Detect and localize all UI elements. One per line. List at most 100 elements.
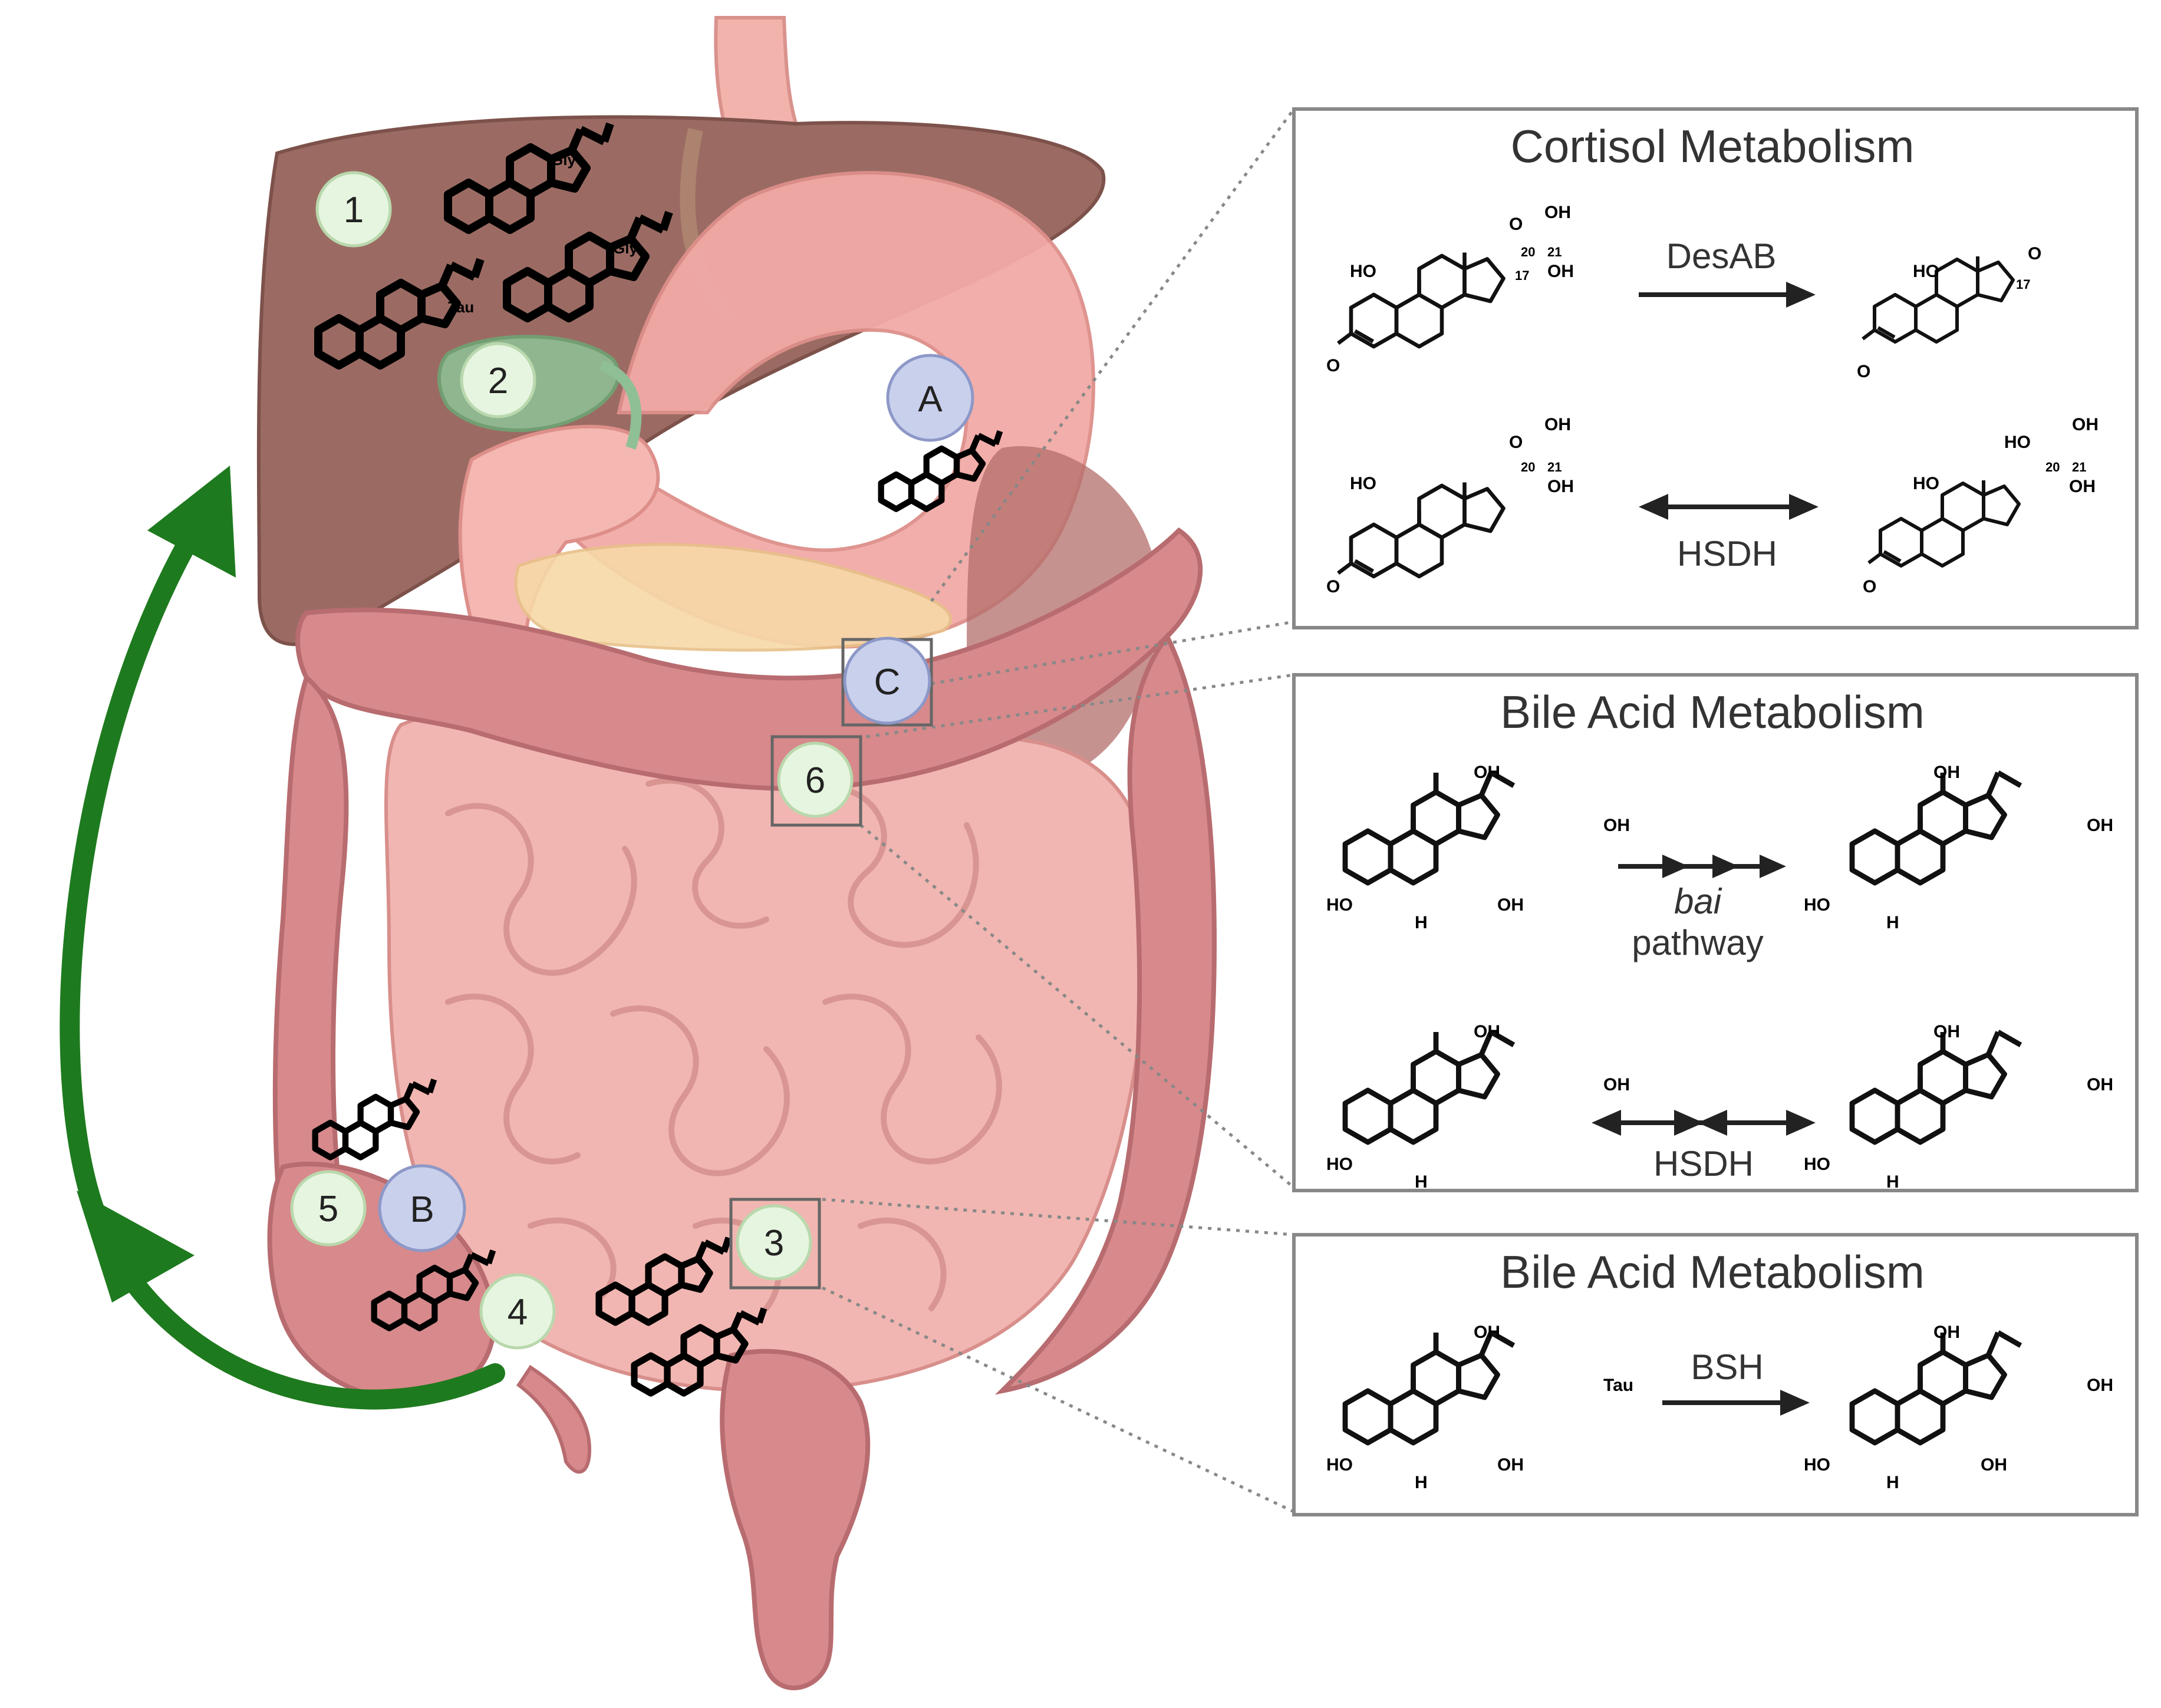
bsh-oh-1b: OH [1497,1455,1524,1475]
enterohepatic-arrow [60,466,505,1410]
enzyme-hsdh-1: HSDH [1677,534,1777,573]
svg-text:2: 2 [488,361,508,401]
panel-cortisol: Cortisol Metabolism HO O OH OH 20 21 17 … [1292,107,2139,629]
enzyme-desab: DesAB [1666,236,1777,276]
ba-oh-1: OH [1474,763,1500,782]
arrow-hsdh-2-head-l [1592,1110,1621,1136]
label-c21-3: 21 [1547,460,1562,474]
ba-h-2: H [1886,913,1899,932]
highlight-box-6 [770,735,862,827]
label-o-ket-3: O [1326,577,1340,596]
panel-bile-acid-2-title: Bile Acid Metabolism [1500,1246,1925,1298]
intestine-loops [445,777,1002,1311]
ba-ho-1: HO [1326,895,1353,915]
ba-oh-3b: OH [1603,1075,1630,1094]
label-o-1: O [1509,215,1523,234]
arrow-desab-head [1786,282,1816,308]
bsh-tau: Tau [1603,1376,1633,1395]
panel-cortisol-frame [1292,107,2139,629]
label-o-3: O [1509,433,1523,452]
arrow-hsdh-1-head-r [1789,494,1819,520]
label-oh-4: OH [2072,415,2099,434]
panel-bile-acid-2-frame [1292,1233,2139,1516]
marker-4: 4 [479,1273,556,1350]
duodenum [458,424,660,662]
arrow-hsdh-1-head-l [1639,494,1668,520]
marker-a: A [886,354,974,442]
gly-label-2: Gly [613,239,638,257]
svg-text:1: 1 [344,190,364,230]
ba-oh-1c: OH [1497,895,1524,915]
label-c20-4: 20 [2045,460,2060,474]
ba-h-1: H [1415,913,1428,932]
ba-oh-1b: OH [1603,816,1630,835]
marker-b: B [378,1164,466,1252]
connectors [821,108,1296,1514]
enzyme-bai: bai [1674,882,1722,921]
label-oh-1: OH [1544,203,1571,222]
label-c21-1: 21 [1547,245,1562,259]
label-c17-2: 17 [2016,277,2030,292]
label-oh-3b: OH [1547,477,1574,496]
descending-colon [994,632,1217,1395]
arrow-hsdh-2-head-m2 [1698,1110,1727,1136]
label-oh-4b: OH [2069,477,2096,496]
marker-6: 6 [777,741,854,818]
arrow-hsdh-2-head-r [1786,1110,1816,1136]
label-ho-4: HO [1913,474,1939,493]
organ-molecules: Gly Gly Tau [315,124,1000,1393]
ba-ho-4: HO [1804,1155,1830,1174]
svg-text:6: 6 [805,760,825,801]
label-o-ket-4: O [1863,577,1876,596]
arrow-bsh-head [1780,1390,1810,1416]
label-o-ket-1: O [1326,356,1340,375]
arrow-hsdh-2-head-m1 [1674,1110,1704,1136]
marker-2: 2 [460,342,536,418]
label-ho-4b: HO [2004,433,2031,452]
arrow-bai-head-1 [1662,855,1689,878]
arrow-head-top [147,466,236,578]
enzyme-hsdh-2: HSDH [1653,1144,1754,1183]
tau-label: Tau [448,298,474,316]
svg-text:A: A [918,379,943,420]
ba-oh-2b: OH [2087,816,2113,835]
ba-oh-4: OH [1933,1022,1960,1041]
ba-oh-3: OH [1474,1022,1500,1041]
ba-oh-2: OH [1933,763,1960,782]
label-c20-3: 20 [1521,460,1535,474]
enzyme-bsh: BSH [1691,1347,1763,1387]
label-ho-3: HO [1350,474,1376,493]
svg-text:3: 3 [764,1223,784,1264]
marker-5: 5 [290,1170,367,1247]
appendix [516,1364,592,1474]
label-c20-1: 20 [1521,245,1535,259]
bsh-oh-2b: OH [2087,1376,2113,1395]
anatomy [256,16,1217,1690]
label-oh-3: OH [1544,415,1571,434]
bsh-h-1: H [1415,1473,1428,1492]
svg-text:5: 5 [318,1189,338,1229]
ba-oh-4b: OH [2087,1075,2113,1094]
panel-bile-acid-1: Bile Acid Metabolism OH OH HO OH H bai p… [1292,673,2139,1192]
highlight-box-3 [729,1198,821,1290]
ba-h-3: H [1415,1172,1428,1192]
label-ho-2: HO [1913,262,1939,281]
marker-1: 1 [315,171,392,248]
transverse-colon [295,527,1203,791]
bile-duct [599,360,642,450]
label-oh-1b: OH [1547,262,1574,281]
markers: 1 2 A C 6 3 5 B 4 [290,171,974,1350]
bsh-oh-2: OH [1933,1323,1960,1342]
arrow-head-lower [77,1191,195,1303]
svg-text:4: 4 [508,1292,528,1333]
bsh-oh-2c: OH [1981,1455,2007,1475]
bsh-ho-1: HO [1326,1455,1353,1475]
marker-3: 3 [736,1204,812,1281]
label-o-2: O [2028,244,2041,263]
rectum [720,1348,871,1690]
label-c21-4: 21 [2072,460,2086,474]
label-o-ket-2: O [1857,362,1870,381]
gly-label-1: Gly [551,151,576,169]
arrow-bai-head-3 [1760,855,1786,878]
